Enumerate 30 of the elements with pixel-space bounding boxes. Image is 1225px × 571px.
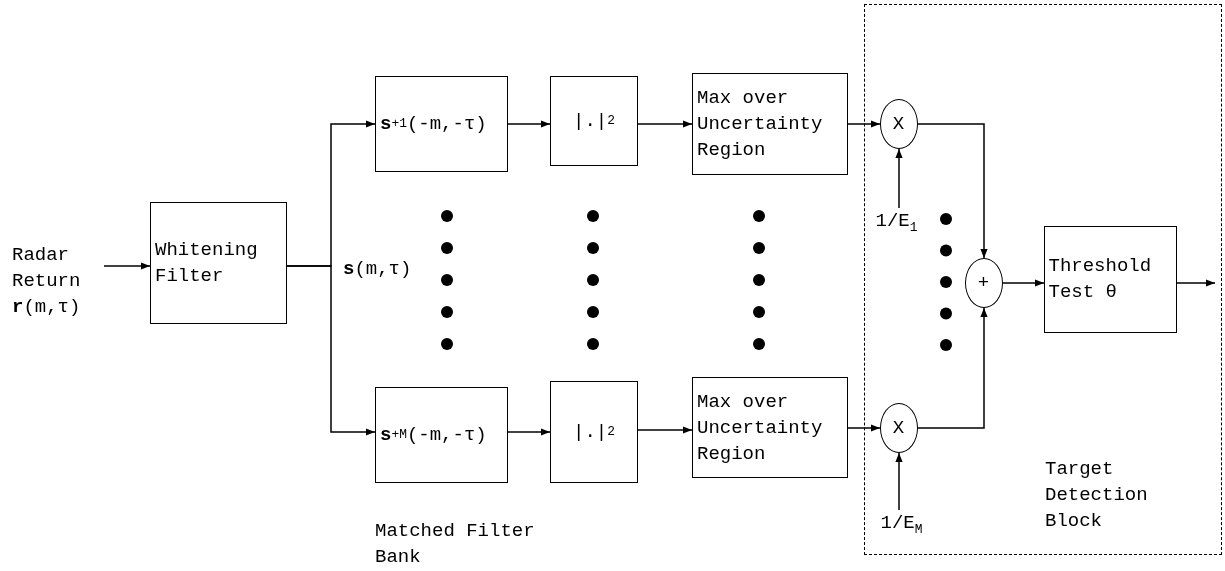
group-label: Target Detection Block bbox=[1045, 457, 1149, 534]
arrow bbox=[895, 452, 903, 511]
process-box: Max over Uncertainty Region bbox=[692, 73, 848, 175]
input-label: Radar Return r(m,τ) bbox=[12, 242, 104, 332]
process-box: |.|$^{2}$ bbox=[550, 76, 638, 166]
signal-label: s(m,τ) bbox=[343, 257, 412, 282]
weight-label: 1/E$_{1}$ bbox=[875, 207, 936, 238]
arrow bbox=[895, 148, 903, 209]
process-box: Threshold Test θ bbox=[1043, 225, 1177, 333]
arrow bbox=[637, 120, 693, 128]
operator-circle: X bbox=[879, 402, 918, 453]
arrow bbox=[507, 120, 551, 128]
arrow bbox=[637, 426, 693, 434]
arrow bbox=[917, 123, 988, 259]
arrow bbox=[917, 307, 988, 429]
process-box: Whitening Filter bbox=[150, 202, 287, 324]
arrow bbox=[847, 424, 881, 432]
arrow bbox=[1002, 279, 1045, 287]
arrow bbox=[1176, 279, 1216, 287]
operator-circle: + bbox=[964, 257, 1003, 308]
arrow bbox=[103, 262, 151, 270]
arrow bbox=[507, 428, 551, 436]
dashed-group-box bbox=[864, 4, 1222, 555]
arrow bbox=[847, 120, 881, 128]
process-box: Max over Uncertainty Region bbox=[692, 377, 848, 478]
operator-circle: X bbox=[879, 98, 918, 149]
group-caption: Matched Filter Bank bbox=[375, 519, 536, 570]
process-box: |.|$^{2}$ bbox=[550, 381, 638, 483]
weight-label: 1/E$_{M}$ bbox=[880, 509, 941, 540]
arrow bbox=[286, 265, 376, 436]
